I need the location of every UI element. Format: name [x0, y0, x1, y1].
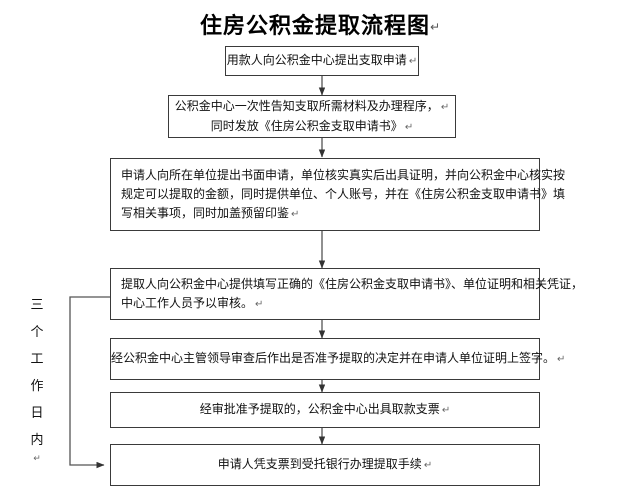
side-label-three-working-days: 三 个 工 作 日 内 ↵	[26, 292, 48, 464]
flow-node-step2[interactable]: 公积金中心一次性告知支取所需材料及办理程序，↵ 同时发放《住房公积金支取申请书》…	[168, 95, 456, 138]
paragraph-mark-icon: ↵	[33, 454, 41, 464]
flow-node-step1[interactable]: 用款人向公积金中心提出支取申请↵	[225, 46, 419, 76]
edge-step4-step7-bracket	[69, 296, 110, 469]
page-title: 住房公积金提取流程图↵	[0, 8, 641, 40]
flow-node-step7[interactable]: 申请人凭支票到受托银行办理提取手续↵	[110, 444, 540, 486]
flow-node-line: 中心工作人员予以审核。↵	[121, 295, 264, 310]
side-label-char: 三	[30, 298, 44, 313]
paragraph-mark-icon: ↵	[291, 208, 300, 220]
flow-node-step4[interactable]: 提取人向公积金中心提供填写正确的《住房公积金支取申请书》、单位证明和相关凭证， …	[110, 268, 584, 320]
paragraph-mark-icon: ↵	[441, 405, 451, 416]
side-label-char: 内	[30, 433, 44, 448]
flow-node-line: 用款人向公积金中心提出支取申请↵	[226, 53, 418, 67]
flow-node-line: 写相关事项，同时加盖预留印鉴↵	[121, 205, 300, 220]
paragraph-mark-icon: ↵	[557, 354, 566, 365]
flow-node-line: 申请人向所在单位提出书面申请，单位核实真实后出具证明，并向公积金中心核实按	[121, 167, 566, 182]
flow-node-line: 公积金中心一次性告知支取所需材料及办理程序，↵	[174, 98, 450, 113]
flow-node-line: 经审批准予提取的，公积金中心出具取款支票↵	[199, 402, 451, 416]
flow-node-line: 规定可以提取的金额，同时提供单位、个人账号，并在《住房公积金支取申请书》填	[121, 186, 566, 201]
paragraph-mark-icon: ↵	[423, 460, 433, 471]
paragraph-mark-icon: ↵	[255, 298, 264, 310]
flow-node-step5[interactable]: 经公积金中心主管领导审查后作出是否准予提取的决定并在申请人单位证明上签字。↵	[110, 338, 566, 380]
side-label-char: 个	[30, 325, 44, 340]
page-title-text: 住房公积金提取流程图	[199, 14, 430, 39]
side-label-char: 日	[30, 406, 44, 421]
flow-node-line: 经公积金中心主管领导审查后作出是否准予提取的决定并在申请人单位证明上签字。↵	[111, 351, 566, 365]
flow-node-step3[interactable]: 申请人向所在单位提出书面申请，单位核实真实后出具证明，并向公积金中心核实按 规定…	[110, 158, 566, 231]
flow-node-line: 同时发放《住房公积金支取申请书》↵	[210, 118, 414, 133]
paragraph-mark-icon: ↵	[408, 56, 418, 67]
side-label-char: 工	[30, 352, 44, 367]
paragraph-mark-icon: ↵	[429, 20, 442, 34]
flow-node-line: 提取人向公积金中心提供填写正确的《住房公积金支取申请书》、单位证明和相关凭证，	[121, 276, 584, 291]
side-label-char: 作	[30, 379, 44, 394]
paragraph-mark-icon: ↵	[404, 121, 414, 133]
flow-node-step6[interactable]: 经审批准予提取的，公积金中心出具取款支票↵	[110, 392, 540, 428]
paragraph-mark-icon: ↵	[440, 101, 450, 113]
flow-node-line: 申请人凭支票到受托银行办理提取手续↵	[217, 457, 433, 471]
